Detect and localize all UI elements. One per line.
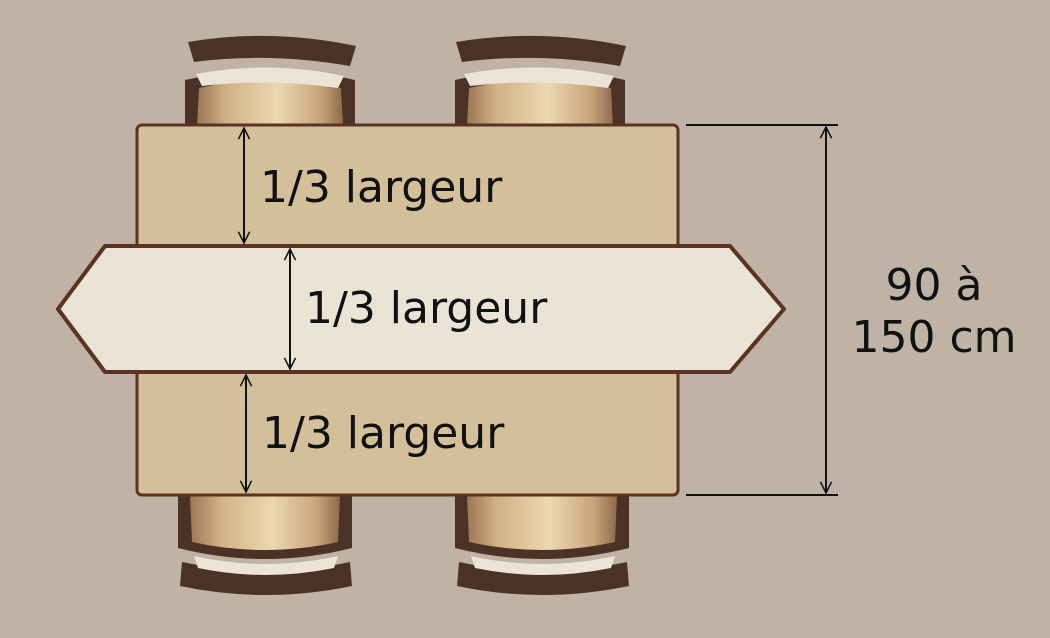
dimension-label-line2: 150 cm bbox=[851, 312, 1016, 363]
table-runner bbox=[56, 244, 786, 374]
chair-bottom-right bbox=[455, 495, 629, 595]
runner-label: 1/3 largeur bbox=[305, 283, 548, 334]
dimension-label-line1: 90 à bbox=[886, 260, 983, 311]
chair-bottom-left bbox=[178, 495, 352, 595]
top-section-label: 1/3 largeur bbox=[260, 162, 503, 213]
chair-top-right bbox=[455, 35, 626, 125]
bottom-section-label: 1/3 largeur bbox=[262, 408, 505, 459]
chair-top-left bbox=[185, 35, 356, 125]
